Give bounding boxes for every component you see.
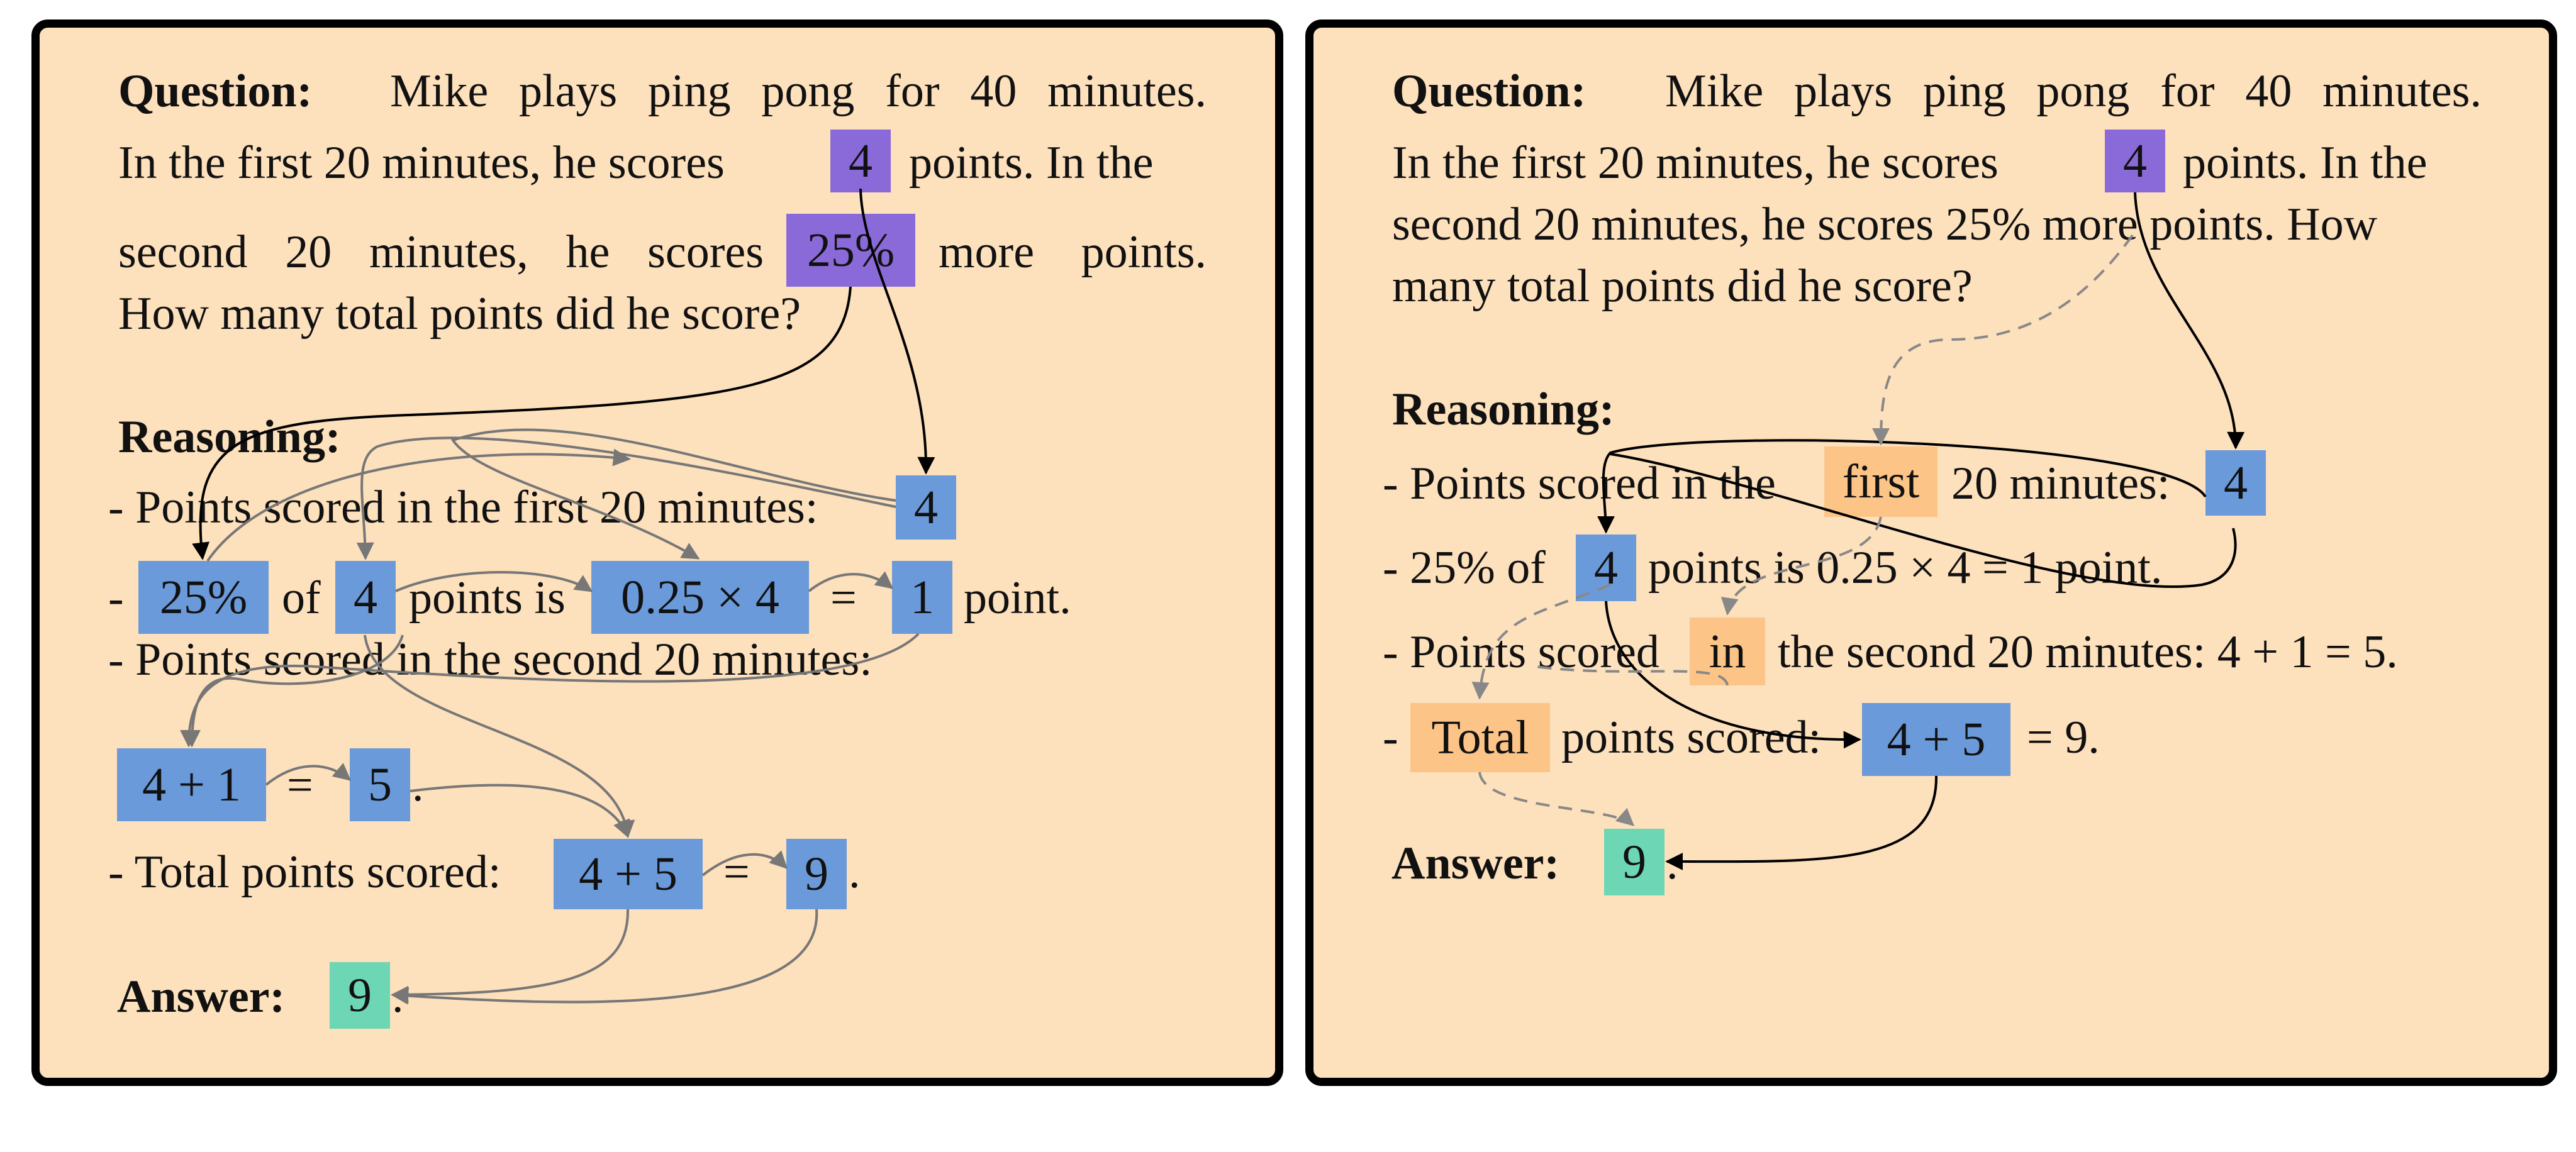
right-step4-tail: = 9. [2027, 712, 2100, 763]
left-answer-label: Answer: [117, 971, 286, 1022]
right-answer-value: 9 [1604, 829, 1664, 895]
word: he [566, 226, 610, 278]
word: for [885, 65, 940, 117]
right-reasoning-label: Reasoning: [1392, 384, 1615, 435]
left-question-line4: How many total points did he score? [118, 288, 801, 340]
word: Mike [390, 65, 489, 117]
left-step3-token-sum: 4 + 1 [117, 748, 266, 821]
left-step3-text: - Points scored in the second 20 minutes… [108, 634, 873, 685]
left-question-line3-b: more points. [939, 229, 1207, 275]
word: plays [1794, 65, 1893, 117]
word: points. [1081, 226, 1207, 278]
left-step1-text: - Points scored in the first 20 minutes: [108, 482, 818, 533]
left-answer-dot: . [392, 971, 404, 1022]
left-step4-dot: . [849, 846, 861, 898]
left-step3-token-5: 5 [350, 748, 410, 821]
right-step1-a: - Points scored in the [1383, 458, 1776, 509]
left-step1-token-4: 4 [896, 475, 956, 540]
left-question-line1: Mike plays ping pong for 40 minutes. [390, 68, 1207, 114]
right-question-line2-b: points. In the [2183, 137, 2428, 189]
right-step4-mid: points scored: [1561, 712, 1822, 763]
right-question-line3: second 20 minutes, he scores 25% more po… [1392, 199, 2378, 250]
left-step3-eq: = [287, 760, 313, 811]
left-question-token-4: 4 [830, 130, 891, 192]
word: ping [648, 65, 731, 117]
word: for [2160, 65, 2215, 117]
right-step3-b: the second 20 minutes: 4 + 1 = 5. [1778, 626, 2398, 678]
left-answer-value: 9 [330, 962, 390, 1029]
word: second [118, 226, 248, 278]
left-question-line2-a: In the first 20 minutes, he scores [118, 137, 725, 189]
right-step4-highlight-total: Total [1410, 703, 1550, 772]
word: ping [1923, 65, 2006, 117]
right-step4-token-sum: 4 + 5 [1862, 703, 2010, 776]
word: 20 [285, 226, 332, 278]
word: plays [519, 65, 618, 117]
left-step2-token-4: 4 [335, 561, 396, 634]
right-question-line2-a: In the first 20 minutes, he scores [1392, 137, 1999, 189]
left-step2-dash: - [108, 572, 124, 624]
left-step3-dot: . [412, 760, 424, 811]
word: minutes. [1047, 65, 1207, 117]
left-step4-eq: = [723, 846, 750, 898]
right-step3-highlight-in: in [1690, 618, 1765, 685]
right-step2-a: - 25% of [1383, 542, 1546, 594]
word: 40 [970, 65, 1017, 117]
left-step2-tail: point. [964, 572, 1071, 624]
word: Mike [1665, 65, 1764, 117]
left-question-line2-b: points. In the [909, 137, 1154, 189]
word: 40 [2245, 65, 2292, 117]
right-question-label: Question: [1392, 65, 1586, 117]
right-answer-label: Answer: [1391, 838, 1560, 889]
left-step2-mid: points is [409, 572, 566, 624]
left-question-line3-a: second 20 minutes, he scores [118, 229, 764, 275]
right-step3-a: - Points scored [1383, 626, 1659, 678]
right-question-token-4: 4 [2105, 130, 2165, 192]
left-step4-text: - Total points scored: [108, 846, 501, 898]
right-step2-b: points is 0.25 × 4 = 1 point. [1648, 542, 2163, 594]
right-question-line4: many total points did he score? [1392, 260, 1973, 312]
right-step2-token-4: 4 [1576, 534, 1636, 601]
left-reasoning-label: Reasoning: [118, 411, 341, 463]
right-step1-highlight-first: first [1824, 446, 1938, 517]
left-question-label: Question: [118, 65, 313, 117]
word: minutes. [2322, 65, 2482, 117]
left-step4-token-sum: 4 + 5 [554, 839, 703, 909]
right-answer-dot: . [1666, 838, 1678, 889]
word: more [939, 226, 1035, 278]
right-step4-dash: - [1383, 712, 1398, 763]
right-step1-token-4: 4 [2205, 450, 2266, 516]
left-step2-token-1: 1 [892, 561, 952, 634]
right-question-line1: Mike plays ping pong for 40 minutes. [1665, 68, 2482, 114]
word: scores [647, 226, 764, 278]
left-question-token-25pct: 25% [786, 214, 915, 287]
left-step2-of: of [282, 572, 321, 624]
left-step2-token-product: 0.25 × 4 [591, 561, 809, 634]
left-step4-token-9: 9 [786, 839, 847, 909]
left-step2-eq: = [830, 572, 857, 624]
word: pong [761, 65, 855, 117]
word: minutes, [369, 226, 528, 278]
right-step1-b: 20 minutes: [1951, 458, 2170, 509]
left-step2-token-25pct: 25% [138, 561, 269, 634]
word: pong [2036, 65, 2130, 117]
